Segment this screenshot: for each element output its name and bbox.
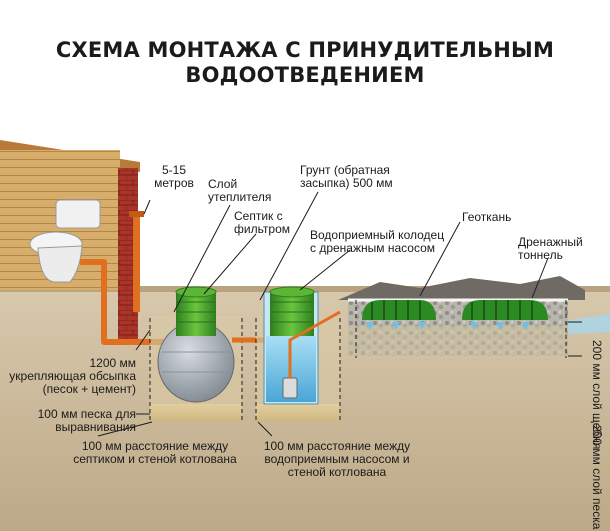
insulation-label: Слой утеплителя [208,178,271,204]
gap-pump-line-3: стеной котлована [287,465,387,479]
well-sand-bed [256,404,340,422]
insulation-line-1: Слой [208,177,238,191]
water-flow-arrows [366,322,530,330]
septic-tank [157,286,235,403]
drainage-tunnel-right [462,300,548,320]
gap-septic-line-1: 100 мм расстояние между [81,439,229,453]
sand-line-2: выравнивания [55,420,136,434]
septic-label: Септик с фильтром [234,210,290,236]
soil-line-2: засыпка) 500 мм [300,176,393,190]
septic-sand-bed [150,404,242,422]
sand-layer-label: 200 мм слой песка [590,425,604,529]
title-line-1: СХЕМА МОНТАЖА С ПРИНУДИТЕЛЬНЫМ [55,38,555,62]
leader-lines [97,191,582,437]
tunnel-label: Дренажный тоннель [518,236,583,262]
vent-pipe [133,216,140,312]
well-line-2: с дренажным насосом [310,241,436,255]
gap-septic-line-2: септиком и стеной котлована [73,452,237,466]
gap-pump-line-1: 100 мм расстояние между [263,439,411,453]
backfill-line-1: 1200 мм [89,356,136,370]
sand-line-1: 100 мм песка для [37,407,136,421]
insulation-line-2: утеплителя [208,190,272,204]
drainage-field [338,276,610,358]
backfill-label: 1200 мм укрепляющая обсыпка (песок + цем… [0,357,136,396]
sand-leveling-label: 100 мм песка для выравнивания [0,408,136,434]
soil-label: Грунт (обратная засыпка) 500 мм [300,164,393,190]
vent-cap [129,211,144,217]
drain-pump [282,377,298,399]
toilet [29,199,101,283]
geotextile-label: Геоткань [462,210,512,224]
backfill-line-2: укрепляющая обсыпка [9,369,136,383]
septic-line-2: фильтром [234,222,290,236]
tunnel-line-1: Дренажный [518,235,583,249]
gap-pump-line-2: водоприемным насосом и [264,452,410,466]
gap-septic-label: 100 мм расстояние между септиком и стено… [60,440,250,466]
sand-layer-line-1: 200 мм [590,425,604,465]
backfill-line-3: (песок + цемент) [42,382,136,396]
drainage-tunnel-left [362,300,436,320]
sewer-pipe [80,259,176,345]
distance-line-1: 5-15 [161,163,187,177]
soil-line-1: Грунт (обратная [300,163,390,177]
septic-line-1: Септик с [234,209,283,223]
well-line-1: Водоприемный колодец [310,228,445,242]
gravel-layer-line-1: 200 мм [590,340,604,380]
receiving-well [263,286,341,405]
title-line-2: ВОДООТВЕДЕНИЕМ [185,63,425,87]
tunnel-line-2: тоннель [518,248,563,262]
distance-line-2: метров [154,176,194,190]
gap-pump-label: 100 мм расстояние между водоприемным нас… [252,440,422,479]
well-label: Водоприемный колодец с дренажным насосом [310,229,444,255]
sand-layer-line-2: слой песка [590,468,604,530]
distance-label: 5-15 метров [146,164,202,190]
